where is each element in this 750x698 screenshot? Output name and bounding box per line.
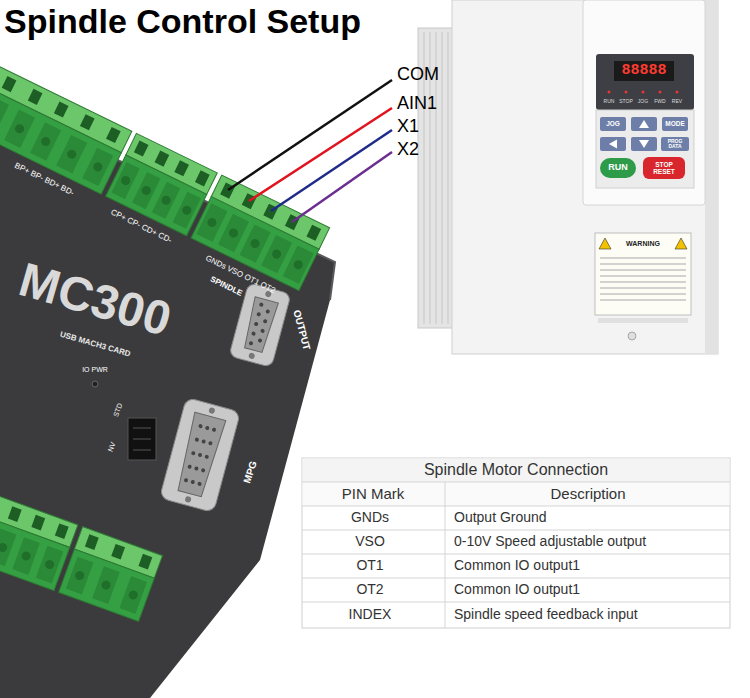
table-cell: INDEX <box>349 607 392 622</box>
left-button <box>600 137 626 151</box>
table-title: Spindle Motor Connection <box>424 461 608 479</box>
cover-screw <box>628 332 636 340</box>
table-frame <box>302 458 730 628</box>
connector-pins <box>251 305 269 346</box>
db15-connector <box>159 398 240 513</box>
terminal-blocks <box>0 55 330 291</box>
button-text: MODE <box>665 120 685 127</box>
power-led <box>92 381 98 387</box>
display-panel <box>596 54 694 110</box>
table-column-head: PIN Mark <box>342 486 405 503</box>
connector-pins <box>186 426 214 484</box>
button-text: STOP RESET <box>645 161 683 175</box>
up-arrow <box>639 120 649 128</box>
led-label: JOG <box>638 99 648 105</box>
down-arrow <box>639 140 649 148</box>
inverter-side <box>705 0 718 354</box>
table-cell: 0-10V Speed adjustable output <box>454 534 646 549</box>
table-cell: Common IO output1 <box>454 582 580 597</box>
front-cover <box>583 0 705 205</box>
screws <box>0 103 298 264</box>
button-text: JOG <box>606 120 620 127</box>
up-button <box>631 117 657 131</box>
connector-screws <box>252 294 269 356</box>
table-cell: Output Ground <box>454 510 547 525</box>
table-cell: GNDs <box>351 510 389 525</box>
led-label: FWD <box>654 99 665 105</box>
title: Spindle Control Setup <box>4 3 361 40</box>
board-body <box>0 105 335 698</box>
wire-label: X2 <box>397 140 419 160</box>
screw-slots <box>0 88 306 280</box>
status-leds <box>609 91 677 94</box>
table-column-head: Description <box>550 486 625 503</box>
screw-slots <box>0 523 139 611</box>
warning-text-lines <box>600 258 686 300</box>
led-label: IO PWR <box>82 366 108 374</box>
mode-switch <box>128 418 156 460</box>
led-label: REV <box>672 99 682 105</box>
inverter-body <box>452 0 718 354</box>
table-cell: OT2 <box>356 582 383 597</box>
warning-triangles <box>599 238 687 249</box>
led-label: RUN <box>604 99 615 105</box>
display-digits: 88888 <box>621 63 666 80</box>
down-button <box>631 137 657 151</box>
button-text: RUN <box>608 163 628 173</box>
warning-label: WARNING <box>626 240 660 248</box>
rating-plate <box>598 318 688 323</box>
screws <box>0 539 133 595</box>
wire-label: AIN1 <box>397 94 437 114</box>
wire-label: X1 <box>397 117 419 137</box>
table-colhead-ground <box>303 482 730 506</box>
keypad <box>596 110 694 188</box>
wire-label: COM <box>397 65 439 85</box>
wire <box>249 108 392 201</box>
left-arrow <box>609 140 617 149</box>
wire <box>292 152 392 222</box>
stop-button: STOP RESET <box>643 157 685 179</box>
table-cell: Common IO output1 <box>454 558 580 573</box>
connector-screws <box>188 411 212 500</box>
terminal-blocks <box>0 491 162 622</box>
connector-shell <box>159 398 240 513</box>
keypad-button: JOG <box>600 117 626 131</box>
button-text: PROG DATA <box>663 139 687 150</box>
connector-face <box>174 412 226 498</box>
warning-sticker <box>595 233 691 315</box>
keypad-button: MODE <box>662 117 688 131</box>
wire <box>271 130 392 211</box>
led-label: STOP <box>619 99 633 105</box>
table-cell: VSO <box>355 534 385 549</box>
connector-face <box>242 297 279 353</box>
table-cell: Spindle speed feedback input <box>454 607 638 622</box>
run-button: RUN <box>600 158 636 178</box>
display-screen <box>614 61 674 81</box>
table-cell: OT1 <box>356 558 383 573</box>
wire <box>228 80 392 190</box>
table-header-ground <box>303 459 730 483</box>
keypad-button: PROG DATA <box>661 137 689 151</box>
terminal-front <box>106 155 207 236</box>
switch-ridges <box>133 428 151 450</box>
table-grid <box>302 482 730 628</box>
